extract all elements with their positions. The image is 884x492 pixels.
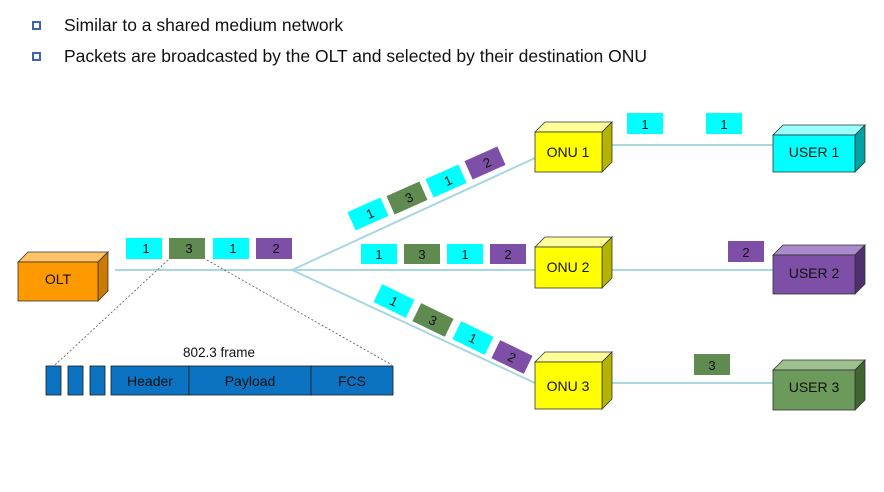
bullet-text: Similar to a shared medium network bbox=[64, 15, 344, 35]
onu3-node: ONU 3 bbox=[534, 351, 613, 410]
packet-label: 3 bbox=[418, 247, 425, 262]
square-bullet-icon bbox=[32, 52, 41, 61]
packet-label: 1 bbox=[229, 241, 236, 256]
onu2-label: ONU 2 bbox=[547, 259, 590, 275]
user2-node: USER 2 bbox=[772, 244, 866, 295]
user2-label: USER 2 bbox=[789, 265, 840, 281]
bullet-item: Packets are broadcasted by the OLT and s… bbox=[32, 41, 647, 72]
packet: 3 bbox=[404, 244, 440, 264]
onu1-label: ONU 1 bbox=[547, 144, 590, 160]
packet: 1 bbox=[126, 238, 162, 259]
packet-label: 2 bbox=[742, 245, 749, 260]
bullet-text: Packets are broadcasted by the OLT and s… bbox=[64, 46, 648, 66]
packet: 2 bbox=[464, 146, 506, 180]
user1-node: USER 1 bbox=[772, 124, 866, 173]
frame-header-field bbox=[110, 365, 190, 396]
onu1-packet-train: 1 3 1 2 bbox=[347, 146, 506, 231]
packet: 2 bbox=[490, 244, 526, 264]
frame-title: 802.3 frame bbox=[183, 345, 255, 360]
packet: 1 bbox=[425, 164, 467, 198]
packet-label: 2 bbox=[504, 247, 511, 262]
frame-header-label: Header bbox=[127, 373, 173, 389]
onu2-packet-train: 1 3 1 2 bbox=[361, 244, 526, 264]
frame-preamble-block bbox=[89, 365, 106, 396]
packet: 1 bbox=[347, 197, 389, 231]
packet-label: 3 bbox=[185, 241, 192, 256]
bullet-item: Similar to a shared medium network bbox=[32, 10, 647, 41]
frame-preamble-block bbox=[67, 365, 84, 396]
user1-packet-train: 1 1 bbox=[627, 113, 742, 134]
onu1-node: ONU 1 bbox=[534, 121, 613, 173]
packet-label: 1 bbox=[641, 117, 648, 132]
packet-label: 1 bbox=[375, 247, 382, 262]
zoom-line-right bbox=[206, 259, 393, 366]
square-bullet-icon bbox=[32, 21, 41, 30]
packet: 1 bbox=[213, 238, 249, 259]
olt-node: OLT bbox=[17, 251, 109, 302]
bullet-list: Similar to a shared medium network Packe… bbox=[32, 10, 647, 72]
packet: 3 bbox=[386, 181, 428, 215]
packet: 1 bbox=[361, 244, 397, 264]
packet: 1 bbox=[447, 244, 483, 264]
packet: 2 bbox=[491, 340, 533, 374]
onu3-packet-train: 1 3 1 2 bbox=[373, 284, 533, 374]
frame-fcs-field bbox=[310, 365, 394, 396]
packet: 1 bbox=[706, 113, 742, 134]
packet: 1 bbox=[627, 113, 663, 134]
user3-node: USER 3 bbox=[772, 359, 866, 411]
packet-label: 1 bbox=[461, 247, 468, 262]
onu2-node: ONU 2 bbox=[534, 236, 613, 289]
packet: 1 bbox=[373, 284, 415, 318]
frame-zoom-lines bbox=[54, 259, 393, 366]
user1-label: USER 1 bbox=[789, 144, 840, 160]
packet: 2 bbox=[728, 241, 764, 262]
packet: 3 bbox=[694, 354, 730, 375]
zoom-line-left bbox=[54, 259, 169, 366]
onu3-label: ONU 3 bbox=[547, 378, 590, 394]
splitter-onu3-link bbox=[291, 269, 536, 384]
packet: 3 bbox=[169, 238, 205, 259]
frame-preamble-block bbox=[45, 365, 62, 396]
olt-packet-train: 1 3 1 2 bbox=[126, 238, 292, 259]
user2-packet-train: 2 bbox=[728, 241, 764, 262]
packet: 3 bbox=[412, 303, 454, 337]
packet: 2 bbox=[256, 238, 292, 259]
olt-label: OLT bbox=[45, 271, 72, 287]
splitter-onu1-link bbox=[291, 157, 536, 271]
packet: 1 bbox=[452, 321, 494, 355]
fiber-links bbox=[115, 144, 773, 384]
frame-payload-field bbox=[188, 365, 312, 396]
user3-packet-train: 3 bbox=[694, 354, 730, 375]
frame-fcs-label: FCS bbox=[338, 373, 366, 389]
packet-label: 1 bbox=[720, 117, 727, 132]
packet-label: 1 bbox=[142, 241, 149, 256]
ethernet-frame: 802.3 frame Header Payload FCS bbox=[45, 345, 394, 396]
packet-label: 3 bbox=[708, 358, 715, 373]
user3-label: USER 3 bbox=[789, 379, 840, 395]
frame-payload-label: Payload bbox=[225, 373, 276, 389]
packet-label: 2 bbox=[272, 241, 279, 256]
